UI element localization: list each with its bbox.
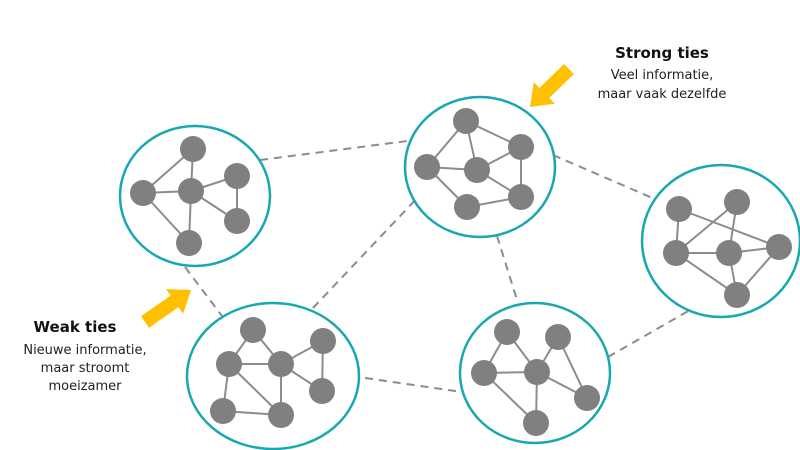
person-node — [210, 398, 236, 424]
weak-tie-dashed-line — [312, 194, 421, 309]
strong-ties-line-2: maar vaak dezelfde — [597, 87, 727, 102]
person-node — [508, 184, 534, 210]
person-node — [494, 319, 520, 345]
person-node — [766, 234, 792, 260]
strong-ties-arrow — [530, 63, 574, 107]
person-node — [310, 328, 336, 354]
person-node — [666, 196, 692, 222]
person-node — [724, 189, 750, 215]
weak-tie-dashed-line — [184, 266, 223, 317]
person-node — [716, 240, 742, 266]
person-node — [309, 378, 335, 404]
weak-tie-dashed-line — [259, 139, 416, 161]
weak-ties-line-1: Nieuwe informatie, — [23, 343, 147, 358]
person-node — [453, 108, 479, 134]
person-node — [454, 194, 480, 220]
weak-ties-line-3: moeizamer — [48, 379, 122, 394]
strong-tie-edge — [675, 201, 738, 254]
person-node — [508, 134, 534, 160]
weak-ties-line-2: maar stroomt — [40, 361, 130, 376]
person-node — [216, 351, 242, 377]
person-node — [471, 360, 497, 386]
person-node — [180, 136, 206, 162]
weak-ties-title: Weak ties — [33, 318, 117, 336]
person-node — [268, 351, 294, 377]
person-node — [224, 208, 250, 234]
weak-tie-dashed-line — [364, 377, 463, 393]
person-node — [663, 240, 689, 266]
cluster-ring — [185, 301, 361, 450]
weak-ties-label: Weak ties Nieuwe informatie, maar stroom… — [5, 318, 165, 396]
person-node — [178, 178, 204, 204]
strong-ties-title: Strong ties — [615, 44, 709, 62]
person-node — [130, 180, 156, 206]
person-node — [545, 324, 571, 350]
person-node — [524, 359, 550, 385]
weak-tie-dashed-line — [607, 309, 691, 358]
strong-tie-edge — [678, 208, 780, 248]
strong-ties-label: Strong ties Veel informatie, maar vaak d… — [582, 44, 742, 104]
person-node — [176, 230, 202, 256]
person-node — [268, 402, 294, 428]
person-node — [574, 385, 600, 411]
person-node — [724, 282, 750, 308]
person-node — [224, 163, 250, 189]
person-node — [240, 317, 266, 343]
person-node — [464, 157, 490, 183]
weak-tie-dashed-line — [552, 154, 658, 201]
person-node — [523, 410, 549, 436]
strong-ties-line-1: Veel informatie, — [610, 68, 714, 83]
weak-tie-dashed-line — [496, 235, 519, 304]
weak-ties-arrow — [141, 289, 191, 328]
person-node — [414, 154, 440, 180]
